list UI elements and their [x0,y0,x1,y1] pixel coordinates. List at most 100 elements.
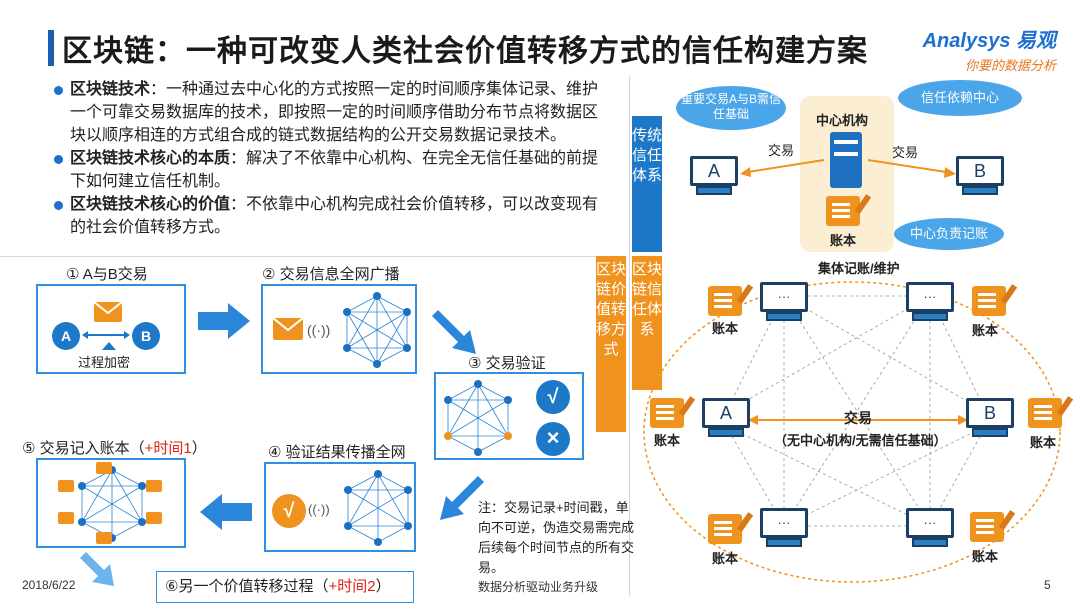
blockchain-trust-label: 区块链信任体系 [632,256,662,390]
computer-a-icon: A [690,156,738,196]
ledger-icon [826,196,860,226]
computer-node-icon: ··· [760,282,808,322]
check-icon: √ [272,494,306,528]
computer-b-icon: B [956,156,1004,196]
computer-a-label: A [702,398,750,428]
center-institution-label: 中心机构 [816,113,869,128]
ledger-icon [650,398,684,428]
trade-arrow-left [740,159,825,177]
ledger-label: 账本 [654,433,681,448]
ledger-icon [96,462,112,474]
bubble-trust-center: 信任依赖中心 [898,80,1022,116]
center-ledger-label: 账本 [830,233,857,248]
ledger-label: 账本 [712,321,739,336]
envelope-icon [272,317,304,340]
step6-box: ⑥另一个价值转移过程（+时间2） [156,571,414,603]
step1-label: ① A与B交易 [66,266,148,283]
bullet-term: 区块链技术核心的本质 [70,150,231,167]
horizontal-divider [0,256,600,257]
step6-label-text: ⑥另一个价值转移过程（ [165,578,329,595]
diagonal-arrow-icon [80,552,114,586]
step1-note: 过程加密 [78,355,131,370]
bullet-text: ：解决了不依靠中心机构、在完全无信任基础的前提下如何建立信任机制。 [70,150,599,190]
blockchain-trade-note: （无中心机构/无需信任基础） [774,433,947,448]
ledger-icon [970,512,1004,542]
logo-slogan: 你要的数据分析 [964,58,1056,73]
ledger-label: 账本 [972,323,999,338]
step4-label: ④ 验证结果传播全网 [268,444,406,461]
up-arrow-icon [102,342,116,350]
ledger-icon [146,512,162,524]
ledger-label: 账本 [1030,435,1057,450]
footer-date: 2018/6/22 [22,578,76,592]
bullet-term: 区块链技术核心的价值 [70,196,231,213]
broadcast-icon: ((·)) [307,322,331,338]
network-graph [78,466,146,542]
bullet-text: ：不依靠中心机构完成社会价值转移，可以改变现有的社会价值转移方式。 [70,196,599,236]
computer-b-icon: B [966,398,1014,438]
blockchain-network [643,281,1061,583]
step2-label: ② 交易信息全网广播 [262,266,400,283]
computer-a-label: A [690,156,738,186]
node-dots: ··· [906,282,954,312]
title-accent-bar [48,30,54,66]
computer-b-label: B [956,156,1004,186]
blockchain-value-label: 区块链价值转移方式 [596,256,626,432]
collective-ledger-label: 集体记账/维护 [818,261,900,276]
computer-node-icon: ··· [760,508,808,548]
computer-node-icon: ··· [906,282,954,322]
step3-box: √ × [434,372,584,460]
trade-arrow-right [867,159,956,178]
network-graph [343,292,411,368]
bullet-list: 区块链技术：一种通过去中心化的方式按照一定的时间顺序集体记录、维护一个可靠交易数… [52,78,600,239]
node-dots: ··· [906,508,954,538]
step5-label: ⑤ 交易记入账本（+时间1） [22,437,207,458]
footer-center-text: 数据分析驱动业务升级 [478,580,599,594]
node-dots: ··· [760,508,808,538]
ledger-icon [708,286,742,316]
computer-b-label: B [966,398,1014,428]
bullet-item: 区块链技术：一种通过去中心化的方式按照一定的时间顺序集体记录、维护一个可靠交易数… [52,78,600,147]
step2-box: ((·)) [261,284,417,374]
traditional-trust-label: 传统信任体系 [632,116,662,252]
blockchain-trade-label: 交易 [844,410,872,426]
ledger-icon [972,286,1006,316]
vertical-divider [629,76,630,596]
step5-time: +时间1 [144,440,192,457]
bullet-term: 区块链技术 [70,81,151,98]
server-icon [830,132,862,188]
node-a-circle: A [52,322,80,350]
bubble-center-ledger: 中心负责记账 [894,218,1004,250]
bullet-item: 区块链技术核心的价值：不依靠中心机构完成社会价值转移，可以改变现有的社会价值转移… [52,193,600,239]
bubble-trust-basis: 重要交易A与B需信任基础 [676,86,786,130]
step3-label: ③ 交易验证 [468,355,546,372]
step5-label-text: ⑤ 交易记入账本（ [22,440,145,457]
computer-a-icon: A [702,398,750,438]
page-title: 区块链：一种可改变人类社会价值转移方式的信任构建方案 [62,35,868,68]
ledger-icon [96,532,112,544]
network-graph [344,470,412,546]
ledger-icon [146,480,162,492]
broadcast-icon: ((·)) [308,502,330,517]
envelope-icon [93,301,123,322]
page-number: 5 [1044,578,1051,592]
diagonal-arrow-icon [432,310,476,354]
right-arrow-icon [198,303,250,339]
network-graph [444,380,512,456]
ledger-label: 账本 [972,549,999,564]
step4-box: √ ((·)) [264,462,416,552]
brand-logo: Analysys 易观 你要的数据分析 [923,24,1056,74]
trade-label-left: 交易 [768,143,795,158]
diagonal-arrow-icon [440,476,484,520]
timestamp-note: 注：交易记录+时间戳，单向不可逆，伪造交易需完成后续每个时间节点的所有交易。 [478,500,635,575]
step6-time: +时间2 [328,578,376,595]
bullet-item: 区块链技术核心的本质：解决了不依靠中心机构、在完全无信任基础的前提下如何建立信任… [52,147,600,193]
computer-node-icon: ··· [906,508,954,548]
ledger-label: 账本 [712,551,739,566]
left-arrow-icon [200,494,252,530]
check-icon: √ [536,380,570,414]
ledger-icon [58,480,74,492]
step5-label-end: ） [191,440,207,457]
ledger-icon [708,514,742,544]
double-arrow-icon [82,331,130,339]
